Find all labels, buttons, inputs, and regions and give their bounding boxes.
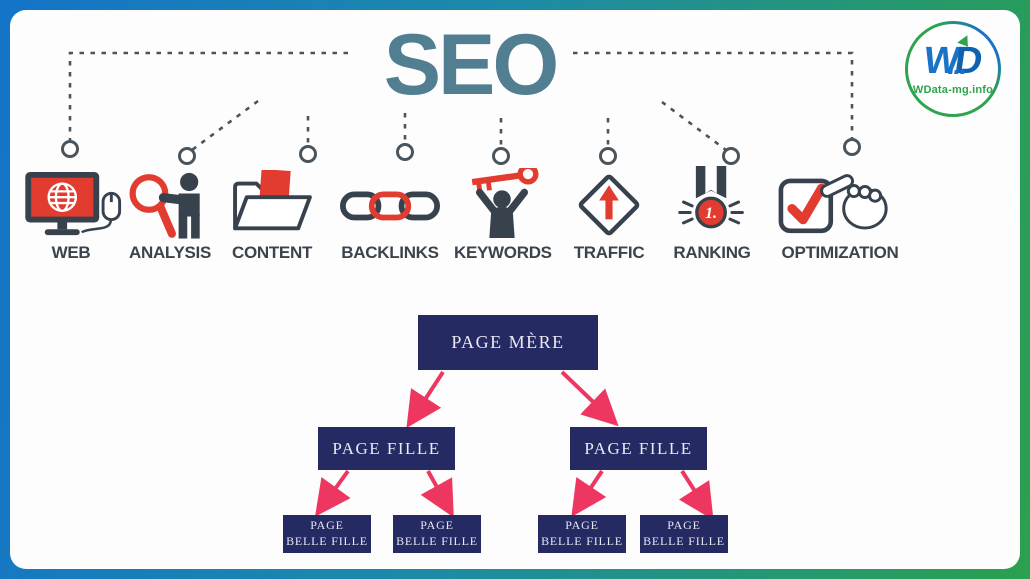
seo-item-backlinks: BACKLINKS (339, 168, 441, 263)
site-logo-inner: W D WData-mg.info (908, 24, 998, 114)
sitemap-node-grandchild: PAGE BELLE FILLE (393, 515, 481, 553)
seo-item-traffic: TRAFFIC (568, 168, 650, 263)
seo-item-label: WEB (51, 243, 91, 262)
seo-item-label: RANKING (673, 243, 751, 262)
sitemap-node-line1: PAGE (420, 518, 454, 533)
sitemap-node-child: PAGE FILLE (318, 427, 455, 470)
sitemap-node-line1: PAGE (667, 518, 701, 533)
seo-item-label: ANALYSIS (129, 243, 211, 262)
seo-item-optimization: OPTIMIZATION (770, 168, 910, 263)
sitemap-node-line2: BELLE FILLE (396, 534, 478, 548)
analysis-icon (122, 168, 218, 240)
logo-letters: W D (921, 33, 986, 82)
logo-dots-icon (948, 70, 965, 74)
sitemap-node-root: PAGE MÈRE (418, 315, 598, 370)
site-logo: W D WData-mg.info (905, 21, 1001, 117)
seo-item-ranking: 1. RANKING (669, 166, 755, 263)
logo-site-text: WData-mg.info (912, 84, 994, 96)
sitemap-node-line1: PAGE (565, 518, 599, 533)
seo-item-label: OPTIMIZATION (781, 243, 899, 262)
optimization-icon (770, 168, 910, 240)
sitemap-node-line2: BELLE FILLE (643, 534, 725, 548)
seo-item-web: WEB (15, 168, 127, 263)
seo-item-label: TRAFFIC (573, 243, 645, 262)
seo-item-content: CONTENT (228, 168, 316, 263)
seo-item-label: BACKLINKS (341, 243, 439, 262)
infographic-canvas: SEO (10, 10, 1020, 569)
seo-item-analysis: ANALYSIS (122, 168, 218, 263)
ranking-icon: 1. (669, 166, 755, 240)
content-icon (228, 168, 316, 240)
sitemap-node-line2: BELLE FILLE (286, 534, 368, 548)
web-icon (15, 168, 127, 240)
seo-item-label: CONTENT (231, 243, 313, 262)
sitemap-node-line1: PAGE (310, 518, 344, 533)
seo-title: SEO (383, 17, 560, 113)
sitemap-node-grandchild: PAGE BELLE FILLE (640, 515, 728, 553)
sitemap-node-line2: BELLE FILLE (541, 534, 623, 548)
sitemap-node-grandchild: PAGE BELLE FILLE (538, 515, 626, 553)
svg-text:1.: 1. (705, 205, 717, 222)
sitemap-node-grandchild: PAGE BELLE FILLE (283, 515, 371, 553)
sitemap-node-child: PAGE FILLE (570, 427, 707, 470)
logo-letter-d: D (951, 40, 986, 82)
seo-item-keywords: KEYWORDS (454, 168, 552, 263)
backlinks-icon (339, 168, 441, 240)
traffic-icon (568, 168, 650, 240)
seo-item-label: KEYWORDS (454, 243, 552, 262)
keywords-icon (454, 168, 550, 240)
